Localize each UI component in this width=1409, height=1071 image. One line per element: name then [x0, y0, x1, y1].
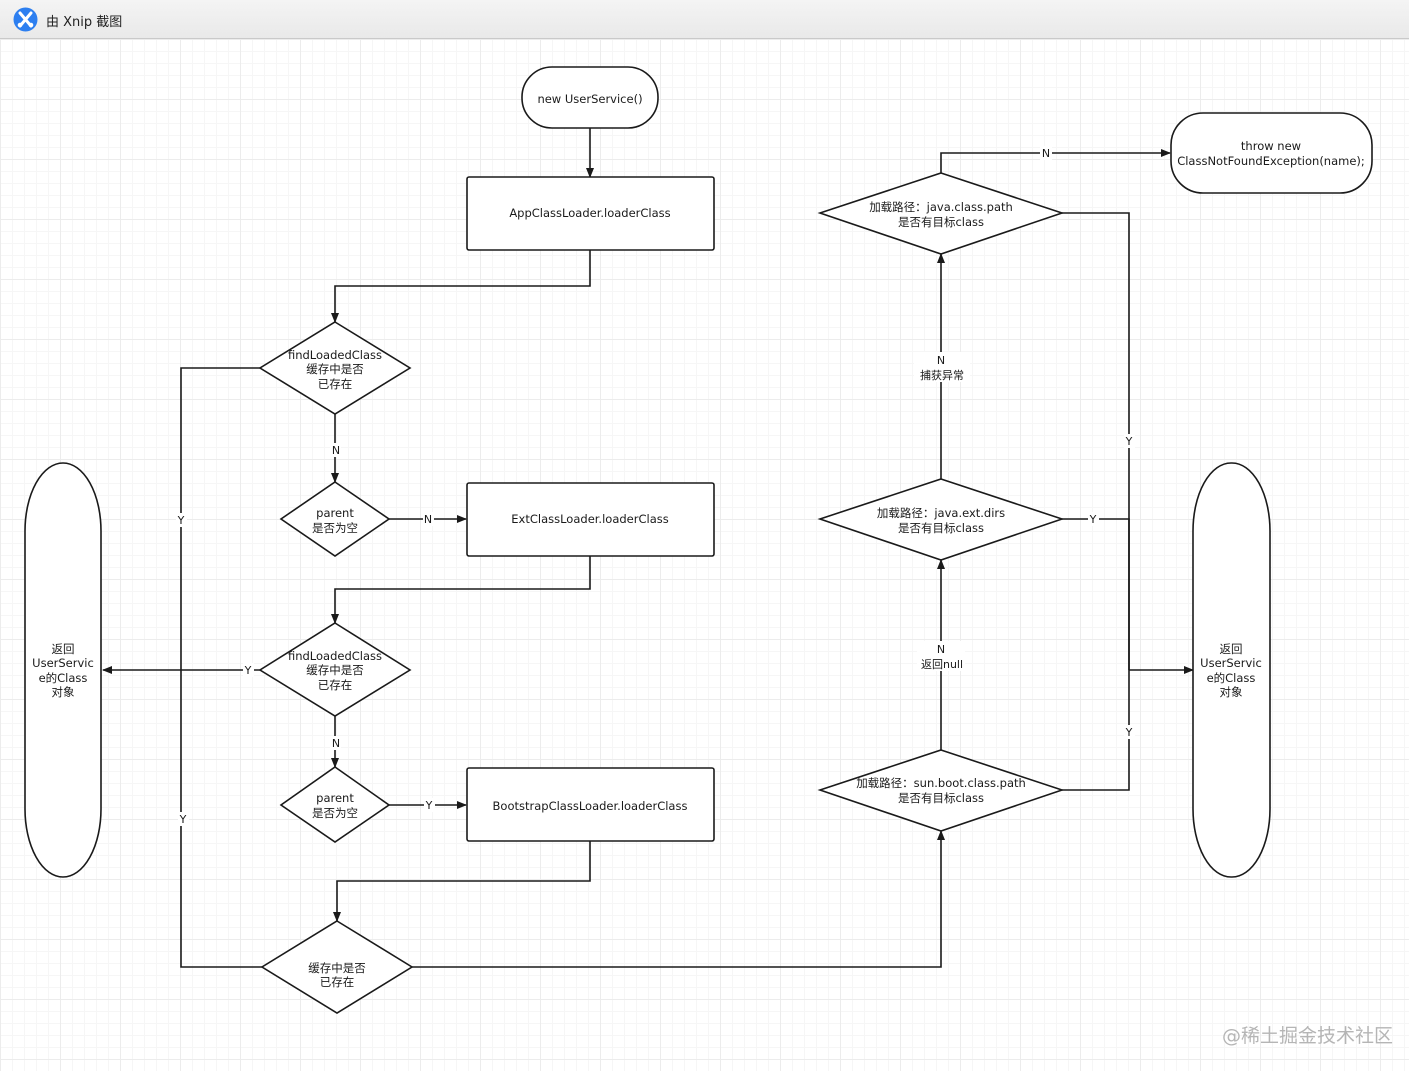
- label-parent1-n: N: [424, 513, 432, 526]
- label-parent2-y: Y: [425, 799, 433, 812]
- node-cache3-line2: 已存在: [320, 975, 355, 989]
- node-return-left[interactable]: 返回 UserServic e的Class 对象: [24, 462, 102, 878]
- node-find2-line3: 已存在: [318, 678, 353, 692]
- node-find2-line1: findLoadedClass: [288, 649, 382, 663]
- window-titlebar: 由 Xnip 截图: [0, 0, 1409, 39]
- edge-cache3-to-boot: [412, 830, 945, 968]
- node-find2-line2: 缓存中是否: [306, 663, 364, 677]
- label-boot-y: Y: [1125, 726, 1133, 739]
- node-boot-path-line2: 是否有目标class: [898, 791, 984, 805]
- label-find1-n: N: [332, 444, 340, 457]
- flowchart: new UserService() AppClassLoader.loaderC…: [24, 66, 1373, 1014]
- label-ext-n-note: 捕获异常: [920, 368, 964, 382]
- node-find2[interactable]: findLoadedClass 缓存中是否 已存在: [258, 622, 412, 717]
- node-class-path[interactable]: 加载路径：java.class.path 是否有目标class: [817, 172, 1065, 255]
- watermark: @稀土掘金技术社区: [1222, 1025, 1394, 1047]
- node-ext-path-line2: 是否有目标class: [898, 521, 984, 535]
- edge-ext-yes: [1062, 518, 1130, 670]
- node-ext-path-line1: 加载路径：java.ext.dirs: [877, 506, 1005, 520]
- node-cache3-line1: 缓存中是否: [308, 961, 366, 975]
- node-find1-line2: 缓存中是否: [306, 362, 364, 376]
- label-class-n: N: [1042, 147, 1050, 160]
- xnip-app-icon: [13, 7, 38, 32]
- window-title: 由 Xnip 截图: [46, 15, 123, 30]
- node-ext-classloader-text: ExtClassLoader.loaderClass: [511, 512, 668, 526]
- node-class-path-line1: 加载路径：java.class.path: [869, 200, 1013, 214]
- label-find2-y: Y: [244, 664, 252, 677]
- node-bootstrap-classloader-text: BootstrapClassLoader.loaderClass: [493, 799, 688, 813]
- label-find2-n: N: [332, 737, 340, 750]
- node-throw-line2: ClassNotFoundException(name);: [1177, 154, 1365, 168]
- edge-boot-yes: [1062, 670, 1130, 791]
- node-app-classloader[interactable]: AppClassLoader.loaderClass: [466, 176, 715, 251]
- node-find1-line1: findLoadedClass: [288, 348, 382, 362]
- edge-labels: N N Y Y N Y Y N 返回null N 捕获异常 N Y Y Y: [176, 146, 1135, 826]
- edge-bootstrap-to-cache3: [333, 841, 591, 922]
- node-boot-path[interactable]: 加载路径：sun.boot.class.path 是否有目标class: [817, 749, 1065, 832]
- node-throw-line1: throw new: [1241, 139, 1301, 153]
- node-find1-line3: 已存在: [318, 377, 353, 391]
- node-class-path-line2: 是否有目标class: [898, 215, 984, 229]
- label-ext-y: Y: [1089, 513, 1097, 526]
- label-ext-n: N: [937, 354, 945, 367]
- label-boot-n-note: 返回null: [921, 658, 963, 671]
- node-app-classloader-text: AppClassLoader.loaderClass: [509, 206, 670, 220]
- node-parent2-line2: 是否为空: [312, 806, 358, 820]
- label-find1-y: Y: [177, 514, 185, 527]
- node-return-right-line2: UserServic: [1200, 656, 1262, 670]
- node-parent1[interactable]: parent 是否为空: [279, 481, 391, 557]
- node-cache3[interactable]: 缓存中是否 已存在: [260, 920, 414, 1014]
- node-return-left-line2: UserServic: [32, 656, 94, 670]
- node-parent1-line1: parent: [316, 506, 354, 520]
- node-parent1-line2: 是否为空: [312, 521, 358, 535]
- node-return-left-line1: 返回: [52, 642, 75, 656]
- diagram-canvas: new UserService() AppClassLoader.loaderC…: [0, 39, 1409, 1071]
- node-return-left-line4: 对象: [52, 685, 75, 699]
- node-return-right-line4: 对象: [1220, 685, 1243, 699]
- edge-ext-to-find2: [331, 556, 591, 624]
- edge-class-yes: [1062, 212, 1130, 670]
- node-ext-classloader[interactable]: ExtClassLoader.loaderClass: [466, 482, 715, 557]
- node-return-right-line3: e的Class: [1207, 671, 1256, 685]
- label-class-y: Y: [1125, 435, 1133, 448]
- node-parent2[interactable]: parent 是否为空: [279, 766, 391, 843]
- node-boot-path-line1: 加载路径：sun.boot.class.path: [856, 776, 1026, 790]
- node-throw-exception[interactable]: throw new ClassNotFoundException(name);: [1170, 112, 1373, 194]
- node-start-text: new UserService(): [537, 92, 642, 106]
- edge-class-no: [940, 149, 1171, 173]
- node-return-right-line1: 返回: [1220, 642, 1243, 656]
- edge-find1-yes: [180, 367, 260, 670]
- node-return-left-line3: e的Class: [39, 671, 88, 685]
- edge-cache3-yes: [180, 670, 262, 968]
- node-ext-path[interactable]: 加载路径：java.ext.dirs 是否有目标class: [817, 478, 1065, 561]
- node-bootstrap-classloader[interactable]: BootstrapClassLoader.loaderClass: [466, 767, 715, 842]
- label-boot-n: N: [937, 643, 945, 656]
- node-return-right[interactable]: 返回 UserServic e的Class 对象: [1192, 462, 1271, 878]
- node-start[interactable]: new UserService(): [521, 66, 659, 129]
- edge-app-to-find1: [331, 250, 591, 323]
- label-cache3-y: Y: [179, 813, 187, 826]
- node-parent2-line1: parent: [316, 791, 354, 805]
- node-find1[interactable]: findLoadedClass 缓存中是否 已存在: [258, 321, 412, 415]
